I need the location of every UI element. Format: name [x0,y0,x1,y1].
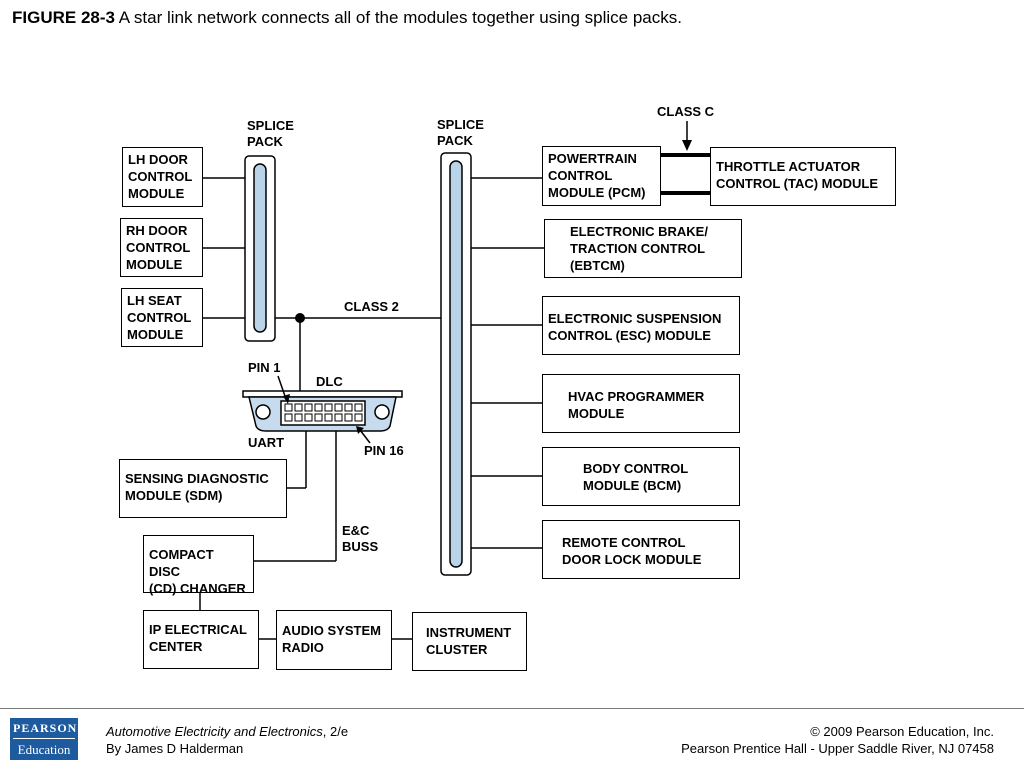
electronic-brake-traction-control: ELECTRONIC BRAKE/ TRACTION CONTROL (EBTC… [544,219,742,278]
footer-divider [0,708,1024,709]
throttle-actuator-control-module: THROTTLE ACTUATOR CONTROL (TAC) MODULE [710,147,896,206]
figure-number: FIGURE 28-3 [12,8,115,27]
logo-bottom-text: Education [17,742,71,757]
sensing-diagnostic-module: SENSING DIAGNOSTIC MODULE (SDM) [119,459,287,518]
remote-control-door-lock-module: REMOTE CONTROL DOOR LOCK MODULE [542,520,740,579]
ec-buss-label: E&C BUSS [342,523,379,554]
pin-1-label: PIN 1 [248,360,281,375]
ip-electrical-center: IP ELECTRICAL CENTER [143,610,259,669]
splice-pack-right-label: SPLICE PACK [437,117,484,148]
powertrain-control-module: POWERTRAIN CONTROL MODULE (PCM) [542,146,661,206]
book-title: Automotive Electricity and Electronics [106,724,323,739]
compact-disc-changer: COMPACT DISC (CD) CHANGER [143,535,254,596]
book-author: By James D Halderman [106,741,244,756]
footer-book-info: Automotive Electricity and Electronics, … [106,723,348,757]
figure-caption-text: A star link network connects all of the … [114,8,682,27]
dlc-connector [242,375,403,444]
book-edition: , 2/e [322,724,349,739]
star-link-network-diagram [199,121,710,640]
dlc-label: DLC [316,374,343,389]
logo-top-text: PEARSON [13,718,76,739]
lh-door-control-module: LH DOOR CONTROL MODULE [122,147,203,207]
instrument-cluster: INSTRUMENT CLUSTER [412,612,527,671]
footer-publisher-info: © 2009 Pearson Education, Inc. Pearson P… [681,723,994,757]
body-control-module: BODY CONTROL MODULE (BCM) [542,447,740,506]
class-c-label: CLASS C [657,104,715,119]
class-2-junction-dot [295,313,305,323]
splice-pack-left [244,155,276,342]
pin-16-label: PIN 16 [364,443,404,458]
copyright: © 2009 Pearson Education, Inc. [810,724,994,739]
rh-door-control-module: RH DOOR CONTROL MODULE [120,218,203,277]
splice-pack-right [440,152,472,576]
pearson-education-logo: PEARSON Education [10,718,78,760]
lh-seat-control-module: LH SEAT CONTROL MODULE [121,288,203,347]
electronic-suspension-control-module: ELECTRONIC SUSPENSION CONTROL (ESC) MODU… [542,296,740,355]
class-2-label: CLASS 2 [344,299,399,314]
figure-caption: FIGURE 28-3 A star link network connects… [12,8,682,28]
uart-label: UART [248,435,285,450]
splice-pack-left-label: SPLICE PACK [247,118,294,149]
audio-system-radio: AUDIO SYSTEM RADIO [276,610,392,670]
hvac-programmer-module: HVAC PROGRAMMER MODULE [542,374,740,433]
publisher: Pearson Prentice Hall - Upper Saddle Riv… [681,741,994,756]
